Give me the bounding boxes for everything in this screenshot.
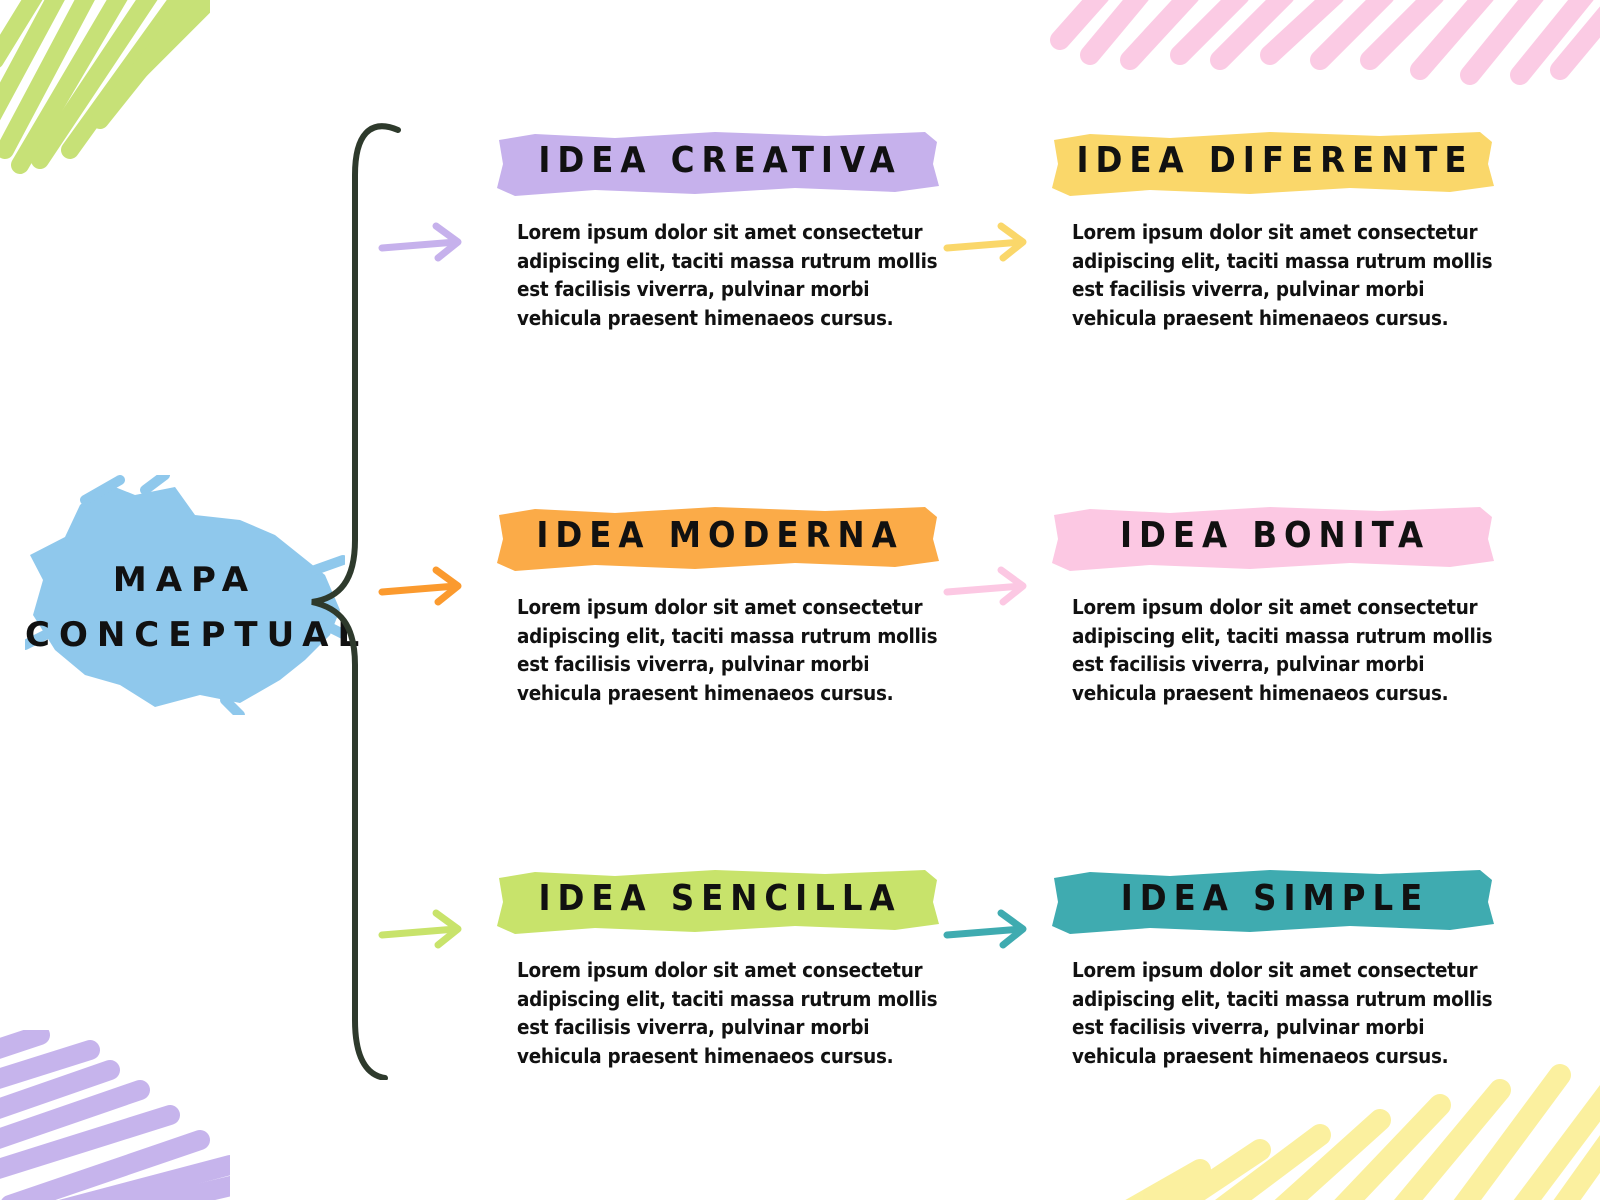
central-node: MAPA CONCEPTUAL (25, 475, 369, 715)
idea-title: IDEA MODERNA (536, 515, 904, 556)
brush-stroke-banner (1052, 870, 1494, 934)
brush-stroke-banner (497, 507, 939, 571)
idea-node-bonita: IDEA BONITA Lorem ipsum dolor sit amet c… (1050, 503, 1500, 733)
idea-header: IDEA MODERNA (495, 503, 945, 575)
idea-title: IDEA CREATIVA (538, 140, 902, 181)
brush-stroke-banner (1052, 132, 1494, 196)
idea-node-diferente: IDEA DIFERENTE Lorem ipsum dolor sit ame… (1050, 128, 1500, 358)
central-label: MAPA CONCEPTUAL (25, 553, 369, 663)
idea-node-sencilla: IDEA SENCILLA Lorem ipsum dolor sit amet… (495, 866, 945, 1096)
arrow-to-idea-creativa (378, 222, 462, 262)
corner-scribble-bottom-left (0, 1030, 230, 1200)
idea-description: Lorem ipsum dolor sit amet consectetur a… (517, 595, 938, 705)
brush-stroke-banner (497, 132, 939, 196)
arrow-to-idea-bonita (943, 566, 1027, 606)
idea-description: Lorem ipsum dolor sit amet consectetur a… (1072, 958, 1493, 1068)
idea-description: Lorem ipsum dolor sit amet consectetur a… (517, 220, 938, 330)
idea-title: IDEA BONITA (1119, 515, 1431, 556)
idea-description: Lorem ipsum dolor sit amet consectetur a… (517, 958, 938, 1068)
arrow-to-idea-sencilla (378, 909, 462, 949)
idea-header: IDEA SIMPLE (1050, 866, 1500, 938)
idea-node-simple: IDEA SIMPLE Lorem ipsum dolor sit amet c… (1050, 866, 1500, 1096)
idea-header: IDEA BONITA (1050, 503, 1500, 575)
idea-description: Lorem ipsum dolor sit amet consectetur a… (1072, 220, 1493, 330)
idea-title: IDEA SENCILLA (538, 878, 902, 919)
idea-header: IDEA SENCILLA (495, 866, 945, 938)
arrow-to-idea-moderna (378, 566, 462, 606)
arrow-to-idea-diferente (943, 222, 1027, 262)
central-label-line1: MAPA (112, 560, 258, 600)
brush-stroke-banner (497, 870, 939, 934)
corner-scribble-bottom-right (1125, 1064, 1600, 1200)
idea-title: IDEA DIFERENTE (1076, 140, 1474, 181)
central-label-line2: CONCEPTUAL (25, 615, 369, 655)
idea-node-moderna: IDEA MODERNA Lorem ipsum dolor sit amet … (495, 503, 945, 733)
central-blob (25, 475, 345, 715)
idea-header: IDEA CREATIVA (495, 128, 945, 200)
corner-scribble-top-right (1050, 0, 1600, 85)
arrow-to-idea-simple (943, 909, 1027, 949)
curly-brace-connector (311, 123, 401, 1080)
idea-header: IDEA DIFERENTE (1050, 128, 1500, 200)
idea-title: IDEA SIMPLE (1120, 878, 1430, 919)
idea-description: Lorem ipsum dolor sit amet consectetur a… (1072, 595, 1493, 705)
brush-stroke-banner (1052, 507, 1494, 571)
corner-scribble-top-left (0, 0, 210, 174)
idea-node-creativa: IDEA CREATIVA Lorem ipsum dolor sit amet… (495, 128, 945, 358)
